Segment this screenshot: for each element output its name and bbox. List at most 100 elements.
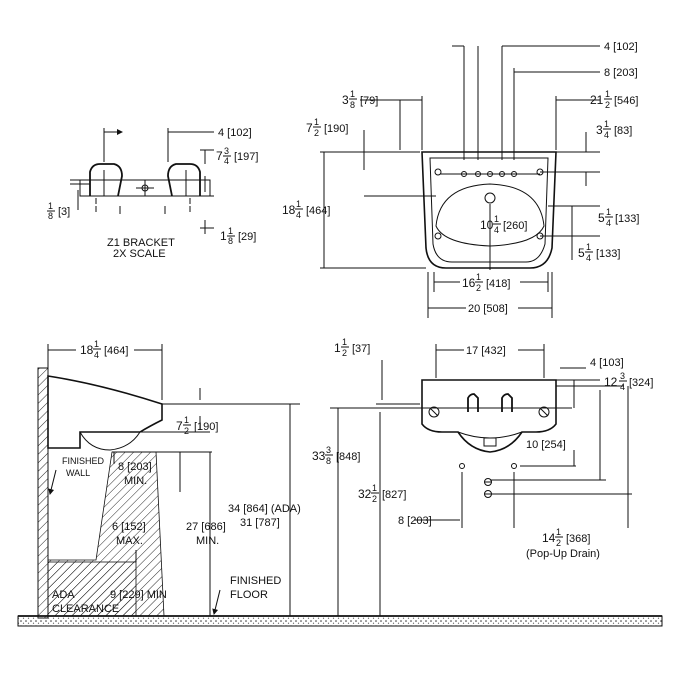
svg-text:33: 33 <box>312 449 326 463</box>
top-dim-4: 4 [102] <box>604 41 638 53</box>
side-dim-9: 9 [229] MIN <box>110 589 167 601</box>
svg-text:18: 18 <box>80 343 94 357</box>
top-dim-8: 8 [203] <box>604 67 638 79</box>
top-view <box>320 45 600 318</box>
svg-text:2: 2 <box>476 283 481 293</box>
svg-text:5: 5 <box>598 211 605 225</box>
svg-text:2: 2 <box>314 128 319 138</box>
svg-text:1: 1 <box>372 483 377 493</box>
svg-text:3: 3 <box>326 445 331 455</box>
svg-text:1: 1 <box>220 229 227 243</box>
finished-wall-label-2: WALL <box>66 468 90 478</box>
bracket-dim-4: 4 [102] <box>218 127 252 139</box>
svg-text:7: 7 <box>216 149 223 163</box>
bracket-dim-18: 1 8 [3] <box>47 201 70 221</box>
svg-text:[848]: [848] <box>336 451 360 463</box>
front-dim-33: 33 3 8 [848] <box>312 445 360 466</box>
svg-text:1: 1 <box>605 89 610 99</box>
bracket-caption-1: Z1 BRACKET <box>107 237 175 249</box>
svg-text:[83]: [83] <box>614 125 632 137</box>
svg-text:[133]: [133] <box>596 248 620 260</box>
svg-text:1: 1 <box>476 272 481 282</box>
svg-text:4: 4 <box>296 210 301 220</box>
side-dim-6-max: MAX. <box>116 535 143 547</box>
svg-text:4: 4 <box>606 218 611 228</box>
svg-text:[190]: [190] <box>194 421 218 433</box>
svg-text:1: 1 <box>228 226 233 236</box>
svg-text:2: 2 <box>556 538 561 548</box>
side-basin <box>47 375 163 449</box>
top-bowl <box>435 183 545 247</box>
top-basin-outline <box>421 151 557 269</box>
side-dim-8: 8 [203] <box>118 461 152 473</box>
svg-text:8: 8 <box>326 456 331 466</box>
side-dim-18: 18 1 4 [464] <box>80 339 128 360</box>
front-dim-10: 10 [254] <box>526 439 566 451</box>
svg-text:4: 4 <box>586 253 591 263</box>
ada-label: ADA <box>52 589 75 601</box>
svg-text:[190]: [190] <box>324 123 348 135</box>
svg-text:1: 1 <box>184 415 189 425</box>
svg-text:16: 16 <box>462 276 476 290</box>
front-dim-14: 14 1 2 [368] <box>542 527 590 548</box>
svg-text:[368]: [368] <box>566 533 590 545</box>
svg-text:4: 4 <box>494 225 499 235</box>
front-view <box>330 344 632 616</box>
svg-text:1: 1 <box>314 117 319 127</box>
side-dim-6: 6 [152] <box>112 521 146 533</box>
svg-text:14: 14 <box>542 531 556 545</box>
svg-text:[79]: [79] <box>360 95 378 107</box>
svg-text:1: 1 <box>604 119 609 129</box>
svg-text:3: 3 <box>596 123 603 137</box>
svg-text:32: 32 <box>358 487 372 501</box>
front-dim-1: 1 1 2 [37] <box>334 337 370 358</box>
top-dim-7: 7 1 2 [190] <box>306 117 348 138</box>
front-dim-8: 8 [203] <box>398 515 432 527</box>
bracket-caption-2: 2X SCALE <box>113 248 166 260</box>
side-dim-34: 34 [864] (ADA) <box>228 503 301 515</box>
finished-floor-label-2: FLOOR <box>230 589 268 601</box>
finished-wall-label-1: FINISHED <box>62 456 105 466</box>
top-dim-21: 21 1 2 [546] <box>590 89 638 110</box>
top-dim-20: 20 [508] <box>468 303 508 315</box>
side-dim-31: 31 [787] <box>240 517 280 529</box>
side-dim-27-min: MIN. <box>196 535 219 547</box>
svg-text:18: 18 <box>282 203 296 217</box>
front-dim-12: 12 3 4 [324] <box>604 371 653 392</box>
svg-text:[546]: [546] <box>614 95 638 107</box>
side-view <box>37 344 300 619</box>
top-dim-3-right: 3 1 4 [83] <box>596 119 632 140</box>
svg-text:2: 2 <box>605 100 610 110</box>
front-basin <box>421 379 557 453</box>
svg-text:3: 3 <box>224 146 229 156</box>
front-mount-hole-left <box>428 406 440 418</box>
svg-text:1: 1 <box>494 214 499 224</box>
front-dim-32: 32 1 2 [827] <box>358 483 406 504</box>
svg-text:3: 3 <box>342 93 349 107</box>
svg-text:[464]: [464] <box>306 205 330 217</box>
svg-text:4: 4 <box>604 130 609 140</box>
bracket-right-hook <box>167 163 201 197</box>
svg-text:1: 1 <box>556 527 561 537</box>
svg-text:[197]: [197] <box>234 151 258 163</box>
svg-text:[29]: [29] <box>238 231 256 243</box>
top-drain <box>484 192 496 204</box>
svg-text:3: 3 <box>620 371 625 381</box>
svg-text:8: 8 <box>350 100 355 110</box>
svg-text:1: 1 <box>606 207 611 217</box>
wall-section <box>37 367 49 619</box>
front-bracket-left <box>467 393 479 412</box>
top-dim-5b: 5 1 4 [133] <box>578 242 620 263</box>
svg-text:8: 8 <box>228 236 233 246</box>
svg-text:1: 1 <box>586 242 591 252</box>
svg-text:[324]: [324] <box>629 377 653 389</box>
front-bracket-right <box>501 393 513 412</box>
clearance-label: CLEARANCE <box>52 603 119 615</box>
top-dim-3-left: 3 1 8 [79] <box>342 89 378 110</box>
supply-hole-right <box>511 463 517 469</box>
finished-floor-label-1: FINISHED <box>230 575 281 587</box>
svg-text:7: 7 <box>176 419 183 433</box>
supply-hole-left <box>459 463 465 469</box>
svg-text:2: 2 <box>372 494 377 504</box>
